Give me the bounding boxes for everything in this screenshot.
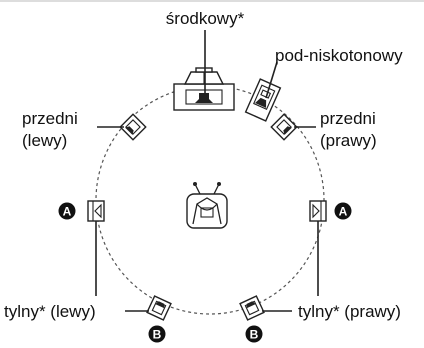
front-right-speaker-icon bbox=[270, 113, 298, 141]
subwoofer-icon bbox=[244, 78, 282, 122]
rear-right-label: tylny* (prawy) bbox=[298, 302, 401, 321]
badge-b-right-text: B bbox=[250, 328, 259, 342]
subwoofer-leader-line bbox=[265, 61, 278, 99]
badge-b-left-text: B bbox=[153, 328, 162, 342]
front-left-speaker-icon bbox=[119, 113, 147, 141]
side-left-speaker-icon bbox=[87, 200, 105, 222]
rear-left-speaker-icon bbox=[146, 295, 172, 321]
subwoofer-label: pod-niskotonowy bbox=[275, 46, 403, 65]
side-right-speaker-icon bbox=[309, 200, 327, 222]
center-speaker-icon bbox=[173, 67, 235, 111]
rear-right-speaker-icon bbox=[239, 295, 265, 321]
center-label: środkowy* bbox=[166, 9, 245, 28]
front-left-label-line2: (lewy) bbox=[22, 131, 67, 150]
listener-icon bbox=[186, 182, 228, 229]
badge-b-right: B bbox=[245, 325, 263, 343]
badge-a-right: A bbox=[334, 202, 352, 220]
front-right-label-line2: (prawy) bbox=[320, 131, 377, 150]
badge-a-left: A bbox=[58, 202, 76, 220]
rear-left-label: tylny* (lewy) bbox=[4, 302, 96, 321]
badge-a-left-text: A bbox=[63, 205, 72, 219]
front-right-label-line1: przedni bbox=[320, 109, 376, 128]
front-left-label-line1: przedni bbox=[22, 109, 78, 128]
badge-b-left: B bbox=[148, 325, 166, 343]
badge-a-right-text: A bbox=[339, 205, 348, 219]
